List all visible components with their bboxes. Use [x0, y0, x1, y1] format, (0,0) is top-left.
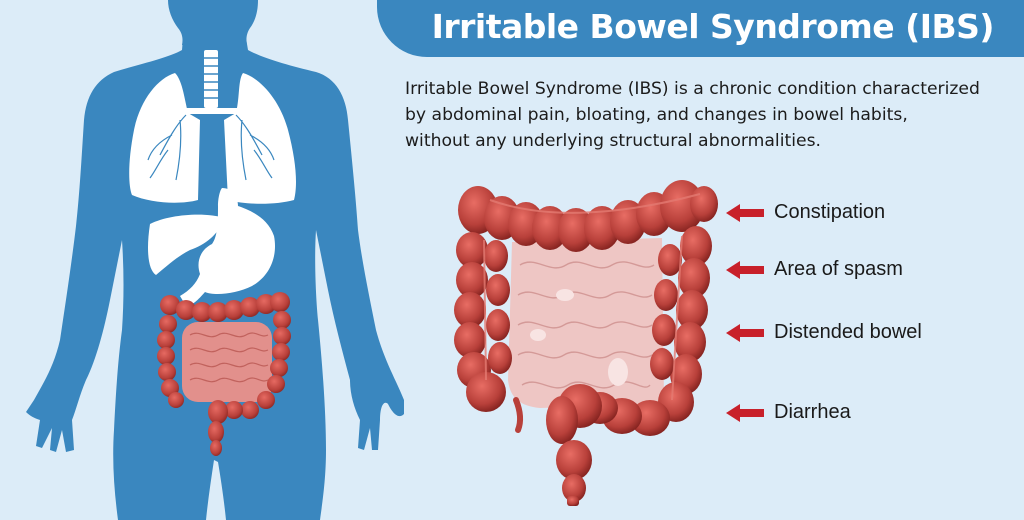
left-arrow-icon [726, 203, 764, 222]
description-line: without any underlying structural abnorm… [405, 131, 821, 151]
left-arrow-icon [726, 403, 764, 422]
liver [148, 214, 225, 275]
trachea [178, 50, 244, 114]
title-banner: Irritable Bowel Syndrome (IBS) [377, 0, 1024, 57]
label-text: Constipation [774, 201, 886, 223]
label-text: Area of spasm [774, 258, 903, 280]
label-text: Diarrhea [774, 401, 851, 423]
page-title: Irritable Bowel Syndrome (IBS) [431, 7, 995, 46]
body-intestines [157, 292, 291, 456]
left-arrow-icon [726, 260, 764, 279]
description-line: by abdominal pain, bloating, and changes… [405, 105, 908, 125]
label-area-of-spasm: Area of spasm [726, 258, 903, 281]
organs-illustration [129, 50, 296, 306]
description-line: Irritable Bowel Syndrome (IBS) is a chro… [405, 79, 980, 99]
label-constipation: Constipation [726, 201, 885, 224]
label-diarrhea: Diarrhea [726, 401, 851, 424]
stomach [180, 188, 276, 306]
label-distended-bowel: Distended bowel [726, 321, 922, 344]
appendix [513, 397, 524, 433]
description-text: Irritable Bowel Syndrome (IBS) is a chro… [405, 76, 1015, 154]
large-intestine-illustration [454, 180, 718, 506]
left-arrow-icon [726, 323, 764, 342]
right-lung [224, 73, 296, 204]
left-lung [129, 73, 200, 203]
label-text: Distended bowel [774, 321, 922, 343]
